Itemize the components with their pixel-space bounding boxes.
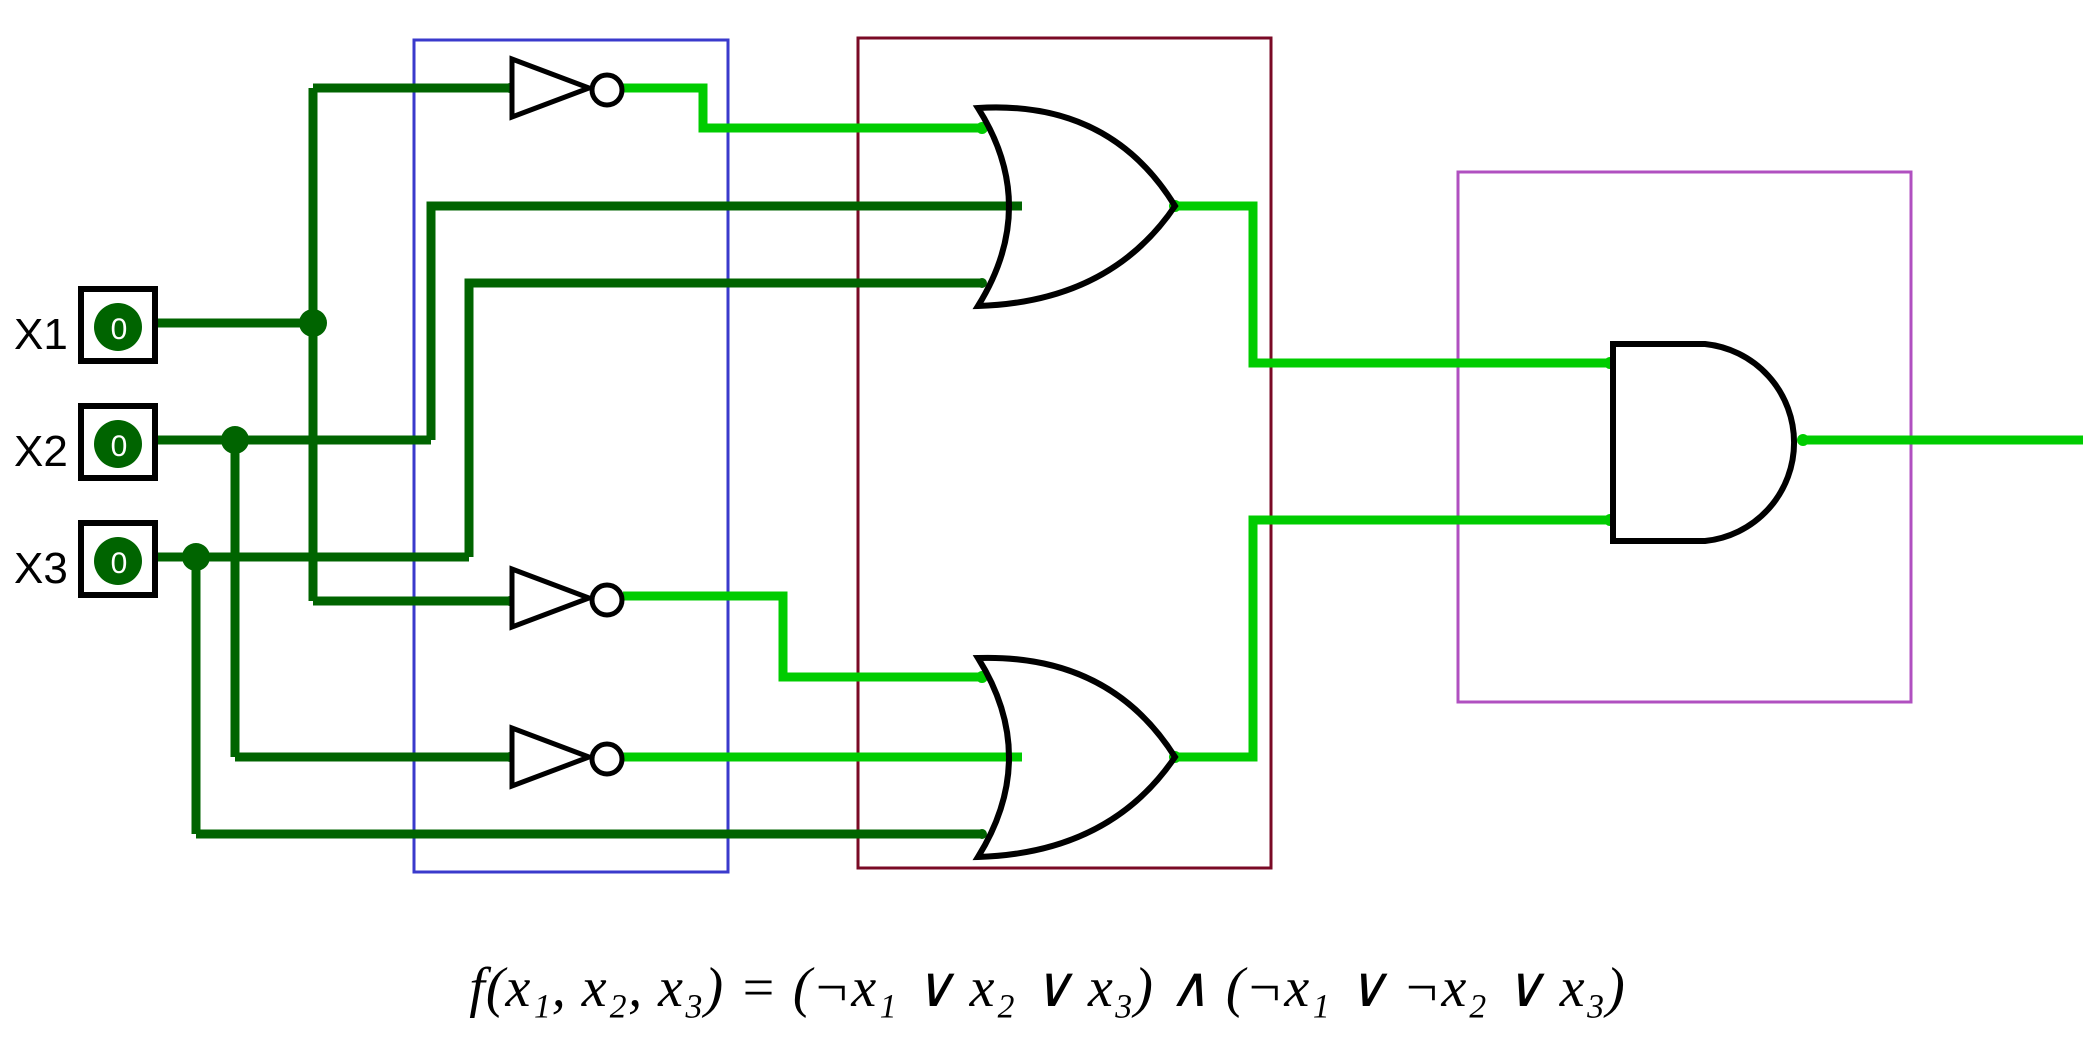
low-signal-wires (153, 83, 1022, 839)
input-pin-x2[interactable]: 0 (78, 403, 158, 481)
wire-or1-to-and (1175, 201, 1610, 368)
junction-dots (148, 83, 987, 839)
wire-or2-to-and (1175, 515, 1610, 762)
not-gates-group-box (412, 38, 730, 874)
not-gate-2 (509, 565, 625, 631)
junction-x2 (221, 426, 249, 454)
high-signal-wires (623, 83, 2083, 762)
high-signal-pins (976, 122, 1809, 763)
pin-or2-in3 (977, 829, 987, 839)
pin-and-out (1797, 434, 1809, 446)
boolean-formula: f(x₁, x₂, x₃) = (¬x₁ ∨ x₂ ∨ x₃) ∧ (¬x₁ ∨… (469, 957, 1626, 1019)
not-gate-1 (509, 55, 625, 121)
not-gate-3 (509, 724, 625, 790)
wire-not1-to-or1 (623, 83, 982, 133)
junction-x3 (182, 543, 210, 571)
junction-x1 (299, 309, 327, 337)
input-pin-x3-value: 0 (111, 547, 128, 580)
input-label-x3: X3 (14, 544, 68, 593)
input-label-x2: X2 (14, 427, 68, 476)
input-label-x1: X1 (14, 310, 68, 359)
or-gate-2 (972, 654, 1179, 861)
or-gates-group-box (856, 36, 1273, 870)
input-pin-x1-led (94, 303, 142, 351)
input-pin-x1-value: 0 (111, 313, 128, 346)
input-pin-x3-led (94, 537, 142, 585)
and-gate (1610, 341, 1798, 544)
input-pin-x3[interactable]: 0 (78, 520, 158, 598)
or-gate-1 (972, 104, 1179, 310)
input-pin-x2-value: 0 (111, 430, 128, 463)
pin-or1-in3 (977, 278, 987, 288)
wire-x3-to-or1 (464, 278, 982, 557)
wire-not2-to-or2 (623, 591, 982, 682)
wire-x2-to-or1 (426, 201, 1022, 440)
input-pin-x2-led (94, 420, 142, 468)
input-pin-x1[interactable]: 0 (78, 286, 158, 364)
